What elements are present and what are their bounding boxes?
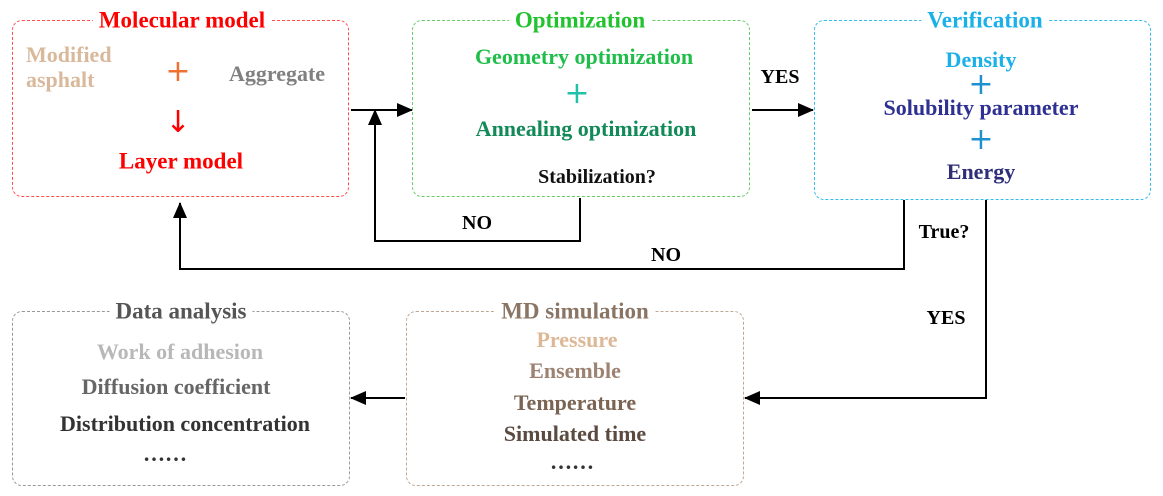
- true-question-label: True?: [918, 221, 970, 243]
- annealing-optimization-label: Annealing optimization: [475, 116, 697, 141]
- data-analysis-ellipsis: ……: [143, 441, 187, 466]
- simulated-time-label: Simulated time: [503, 421, 647, 446]
- pressure-label: Pressure: [536, 327, 618, 352]
- verification-title: Verification: [921, 8, 1049, 32]
- solubility-parameter-label: Solubility parameter: [883, 95, 1079, 120]
- work-of-adhesion-label: Work of adhesion: [96, 339, 264, 364]
- verification-plus-sign-2: +: [968, 122, 994, 157]
- optimization-plus-sign: +: [564, 76, 590, 111]
- energy-label: Energy: [946, 159, 1016, 184]
- modified-asphalt-label: Modified asphalt: [26, 42, 112, 93]
- verification-plus-sign-1: +: [968, 67, 994, 102]
- molecular-model-title: Molecular model: [92, 8, 272, 32]
- ensemble-label: Ensemble: [529, 358, 621, 383]
- layer-model-label: Layer model: [118, 148, 244, 174]
- arrow-verification-to-md: [744, 200, 987, 405]
- molecular-plus-sign: +: [165, 54, 191, 89]
- distribution-concentration-label: Distribution concentration: [60, 411, 310, 436]
- density-label: Density: [945, 47, 1017, 72]
- md-simulation-title: MD simulation: [495, 299, 655, 323]
- stabilization-question: Stabilization?: [538, 166, 656, 188]
- temperature-label: Temperature: [513, 390, 637, 415]
- geometry-optimization-label: Geometry optimization: [474, 44, 694, 69]
- data-analysis-title: Data analysis: [109, 299, 253, 323]
- md-simulation-ellipsis: ……: [550, 449, 594, 474]
- yes-label-right: YES: [926, 307, 966, 329]
- arrow-stabilization-no-loop: [368, 109, 581, 242]
- modified-asphalt-line1: Modified: [26, 42, 112, 67]
- modified-asphalt-line2: asphalt: [26, 67, 95, 93]
- arrow-true-no-loop: [173, 200, 905, 270]
- no-label-inner: NO: [462, 212, 492, 234]
- down-arrow-icon: ↓: [165, 105, 191, 140]
- yes-label-top: YES: [760, 66, 800, 88]
- optimization-title: Optimization: [508, 8, 652, 32]
- diffusion-coefficient-label: Diffusion coefficient: [81, 374, 271, 399]
- no-label-outer: NO: [651, 244, 681, 266]
- aggregate-label: Aggregate: [228, 61, 326, 86]
